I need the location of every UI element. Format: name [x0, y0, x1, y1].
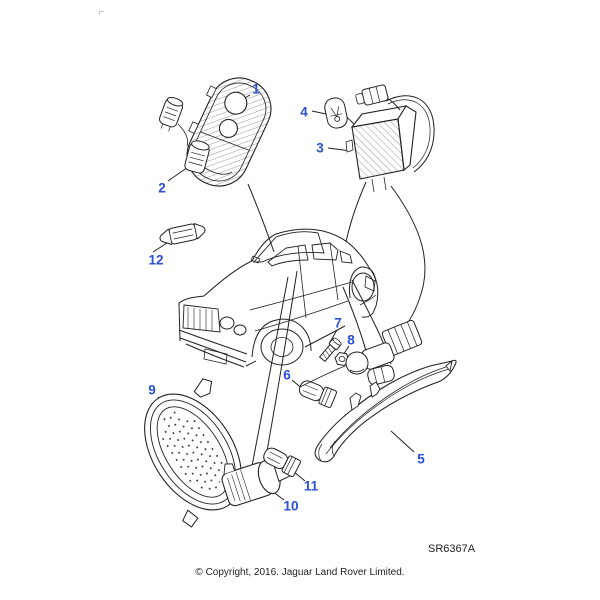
festoon-bulb-part	[159, 223, 206, 246]
screw-part	[318, 337, 342, 363]
dome-lamp-part	[186, 77, 272, 187]
holder-link-line-2	[204, 167, 233, 175]
car-drawing	[178, 228, 379, 368]
callout-4[interactable]: 4	[300, 104, 308, 120]
callout-7[interactable]: 7	[334, 315, 342, 331]
callout-3[interactable]: 3	[316, 140, 324, 156]
callout-1[interactable]: 1	[252, 81, 260, 97]
callout-5[interactable]: 5	[417, 451, 425, 467]
holder-link-line	[177, 123, 188, 147]
wedge-bulb-part-11	[263, 447, 301, 478]
bulb-holder-part-lower	[184, 140, 210, 174]
socket-part	[221, 460, 293, 507]
callout-12[interactable]: 12	[148, 252, 164, 268]
lens-part	[144, 378, 242, 528]
harness-connector-drawing	[299, 319, 423, 388]
callout-2[interactable]: 2	[158, 180, 166, 196]
callout-10[interactable]: 10	[283, 498, 299, 514]
bulb-part-4	[324, 97, 348, 129]
stray-mark	[99, 11, 104, 15]
nut-part	[334, 351, 350, 367]
callout-6[interactable]: 6	[283, 367, 291, 383]
map-lamp-part	[345, 105, 417, 193]
callout-9[interactable]: 9	[148, 382, 156, 398]
wedge-bulb-part-6	[298, 380, 337, 408]
bulb-holder-part-upper	[159, 96, 184, 132]
crescent-lamp-part	[314, 359, 457, 463]
copyright-text: © Copyright, 2016. Jaguar Land Rover Lim…	[195, 567, 405, 578]
harness-plug-part	[355, 84, 435, 173]
diagram-code: SR6367A	[428, 543, 476, 555]
callout-11[interactable]: 11	[303, 478, 319, 494]
callout-8[interactable]: 8	[347, 332, 355, 348]
